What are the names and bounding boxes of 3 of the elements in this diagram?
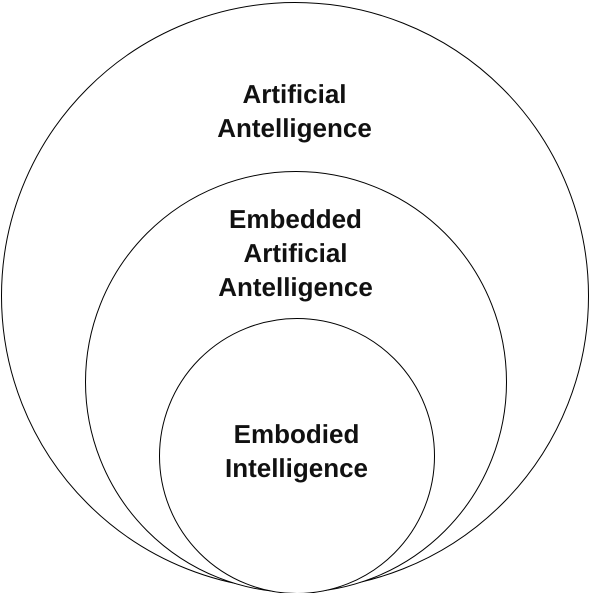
- circle-label: Embodied Intelligence: [224, 418, 370, 485]
- circle-label: Artificial Antelligence: [216, 78, 373, 145]
- circle-label: Embedded Artificial Antelligence: [217, 203, 374, 304]
